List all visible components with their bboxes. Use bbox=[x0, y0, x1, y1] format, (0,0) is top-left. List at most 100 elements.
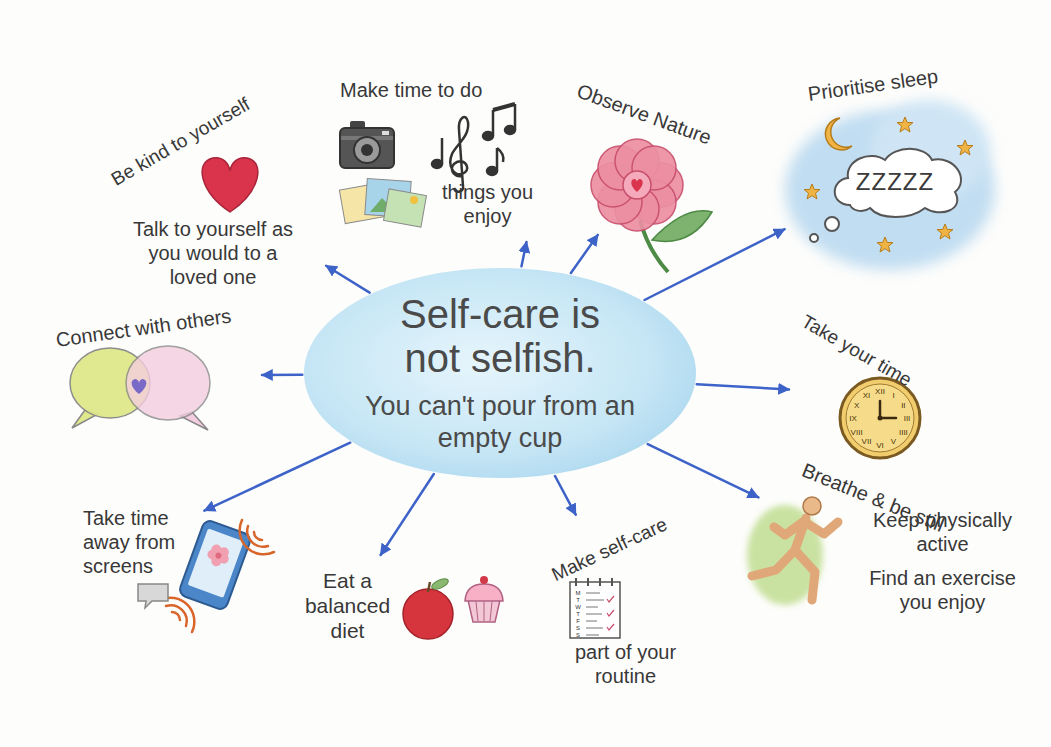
runner-figure-part-part bbox=[752, 550, 795, 576]
apple-and-cupcake-part bbox=[484, 602, 485, 621]
photo-prints bbox=[339, 179, 426, 228]
flower bbox=[591, 139, 712, 272]
node-body: Find an exercise you enjoy bbox=[860, 566, 1025, 614]
connector-arrow bbox=[522, 242, 527, 266]
calendar-icon-part-part bbox=[586, 635, 599, 636]
tip-screens: Take time away from screens bbox=[75, 498, 199, 586]
calendar-icon-part-part bbox=[586, 593, 600, 594]
phone-icon-part-part bbox=[247, 526, 268, 547]
music-notes bbox=[432, 104, 515, 192]
clock-numeral: IX bbox=[849, 414, 857, 423]
clock-numeral: VI bbox=[876, 441, 884, 450]
apple-and-cupcake bbox=[403, 576, 503, 639]
node-heading: Make self-care bbox=[548, 504, 690, 587]
clock-numeral: V bbox=[891, 437, 896, 446]
heart-icon bbox=[202, 158, 258, 212]
connector-arrow bbox=[648, 444, 759, 497]
connector-arrow bbox=[697, 384, 789, 389]
clock-icon-part bbox=[879, 401, 882, 418]
tip-enjoy: Make time to dothings you enjoy bbox=[332, 70, 543, 236]
runner-figure bbox=[747, 497, 838, 605]
camera-icon-part bbox=[361, 144, 373, 156]
music-notes-part bbox=[441, 138, 444, 164]
night-sky-part bbox=[957, 140, 973, 155]
node-heading: Take time away from screens bbox=[83, 506, 179, 578]
clock-icon-part bbox=[878, 416, 883, 421]
night-sky-part bbox=[810, 234, 818, 242]
speech-bubbles-part bbox=[126, 346, 210, 420]
photo-prints-part bbox=[384, 189, 427, 227]
apple-and-cupcake-part bbox=[476, 602, 478, 621]
calendar-icon-part bbox=[607, 596, 614, 630]
weekday-letter: S bbox=[576, 632, 580, 639]
night-sky-part bbox=[835, 149, 961, 217]
apple-and-cupcake-part bbox=[430, 577, 450, 592]
heart-icon-part bbox=[202, 158, 258, 212]
calendar-icon-part-part bbox=[586, 600, 604, 601]
sleep-letters: ZZZZZ bbox=[856, 168, 934, 196]
tip-diet: Eat a balanced diet bbox=[292, 560, 403, 651]
calendar-icon-part bbox=[586, 593, 604, 635]
clock-numeral: IIII bbox=[899, 427, 908, 436]
calendar-icon-part bbox=[611, 578, 613, 586]
calendar-icon-part-part bbox=[586, 614, 602, 615]
calendar-icon-part bbox=[599, 578, 601, 586]
phone-icon-part-part bbox=[172, 612, 180, 620]
phone-icon-part bbox=[160, 520, 274, 632]
apple-and-cupcake-part bbox=[468, 600, 500, 622]
music-notes-part bbox=[493, 104, 515, 110]
clock-numeral: VII bbox=[862, 437, 872, 446]
weekday-letter: T bbox=[576, 597, 580, 604]
clock-numeral: II bbox=[901, 400, 905, 409]
flower-part bbox=[623, 171, 651, 199]
apple-and-cupcake-part bbox=[490, 602, 492, 621]
tip-connect: Connect with others bbox=[40, 312, 256, 440]
clock-numeral: III bbox=[904, 414, 911, 423]
phone-icon-part-part bbox=[240, 520, 274, 554]
center-oval: Self-care is not selfish. You can't pour … bbox=[304, 268, 696, 479]
runner-figure-part-part bbox=[805, 522, 838, 534]
node-heading: Eat a balanced diet bbox=[300, 568, 395, 643]
calendar-icon-part-part bbox=[586, 607, 598, 608]
music-notes-part bbox=[497, 148, 503, 162]
phone-icon-part-part bbox=[254, 532, 262, 540]
speech-bubbles bbox=[70, 346, 210, 430]
calendar-icon-part-part bbox=[586, 628, 603, 629]
phone-icon-part-part bbox=[215, 552, 223, 560]
tip-routine: Make self-carepart of your routine bbox=[545, 520, 706, 696]
calendar-icon-part-part bbox=[607, 596, 614, 602]
phone-icon-part-part bbox=[166, 605, 187, 626]
node-heading: Make time to do bbox=[340, 78, 535, 102]
runner-figure-part bbox=[752, 518, 838, 600]
night-sky-part bbox=[804, 184, 820, 199]
music-notes-part bbox=[483, 132, 493, 140]
calendar-icon-part-part bbox=[607, 624, 614, 630]
node-heading: Prioritise sleep bbox=[806, 57, 988, 106]
calendar-icon-part bbox=[575, 578, 577, 586]
node-body: part of your routine bbox=[553, 640, 698, 688]
node-heading: Connect with others bbox=[54, 301, 247, 351]
night-sky bbox=[785, 100, 995, 270]
node-body: You can't pour from an empty cup bbox=[365, 390, 635, 454]
connector-arrow bbox=[571, 235, 598, 273]
calendar-icon-part bbox=[570, 582, 620, 638]
apple-and-cupcake-part bbox=[465, 584, 503, 601]
music-notes-part bbox=[450, 117, 468, 192]
apple-and-cupcake-part bbox=[428, 582, 430, 592]
music-notes-part bbox=[432, 160, 442, 168]
clock-numeral: X bbox=[854, 400, 859, 409]
night-sky-part bbox=[937, 224, 953, 239]
calendar-icon bbox=[570, 578, 620, 638]
connector-arrow bbox=[326, 266, 370, 293]
phone-icon-part-part bbox=[160, 598, 194, 632]
calendar-icon-part-part bbox=[586, 621, 597, 622]
phone-icon-part-part bbox=[188, 528, 244, 597]
node-heading: Self-care is not selfish. bbox=[375, 292, 625, 380]
runner-figure-part bbox=[747, 505, 823, 605]
apple-and-cupcake-part bbox=[480, 576, 488, 584]
tip-active: Keep physically activeFind an exercise y… bbox=[745, 500, 1036, 622]
weekday-letter: T bbox=[576, 611, 580, 618]
connector-arrow bbox=[381, 474, 434, 555]
music-notes-part bbox=[496, 148, 499, 171]
